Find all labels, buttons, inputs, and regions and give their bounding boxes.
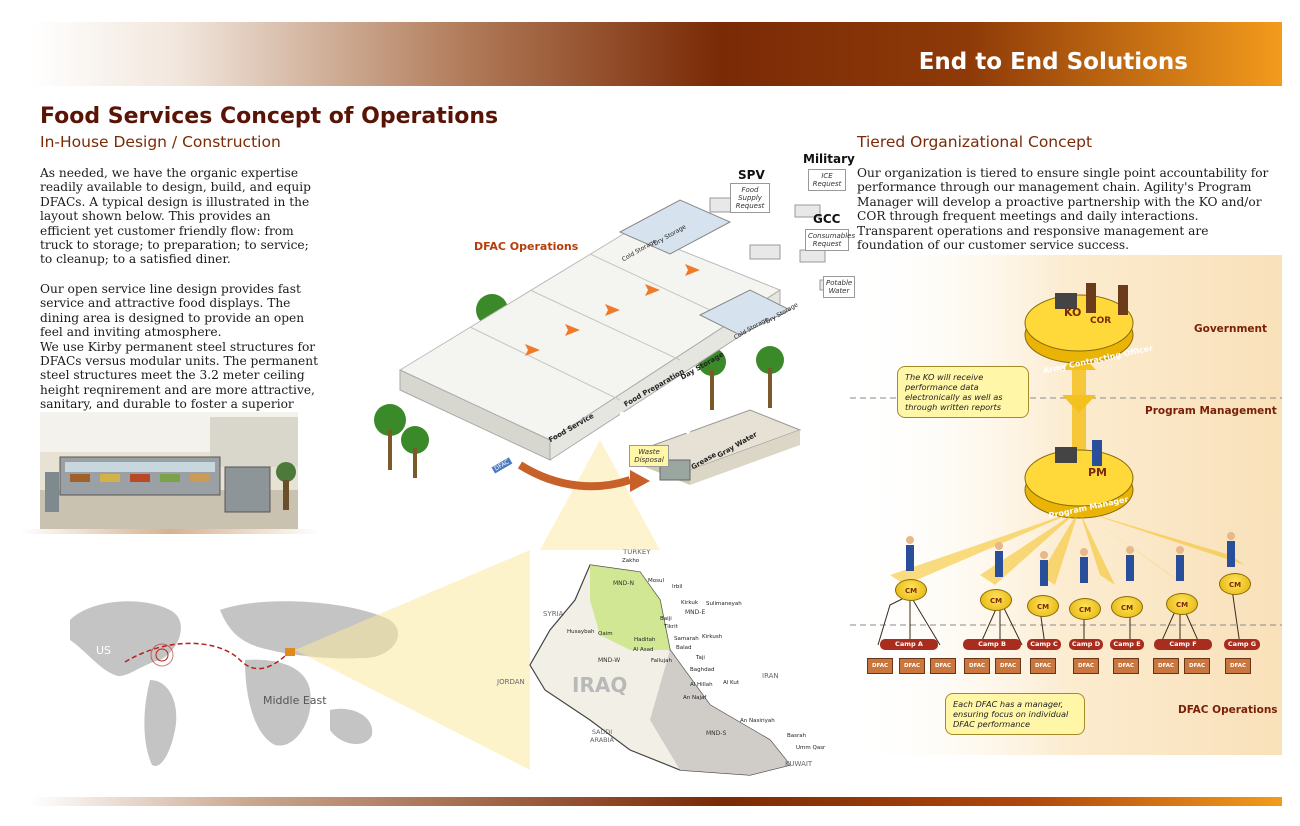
iran-label: IRAN	[762, 672, 779, 680]
food-supply-note: Food Supply Request	[730, 183, 770, 213]
saudi-label: SAUDI ARABIA	[590, 728, 614, 744]
cm-disc-b: CM	[980, 589, 1012, 611]
camp-label-b: Camp B	[963, 639, 1021, 650]
cor-label: COR	[1090, 316, 1112, 326]
page-title: Food Services Concept of Operations	[40, 104, 499, 129]
city-al-asad: Al Asad	[633, 647, 654, 653]
dfac-operations-title: DFAC Operations	[474, 240, 579, 253]
camp-label-e: Camp E	[1110, 639, 1144, 650]
government-label: Government	[1194, 323, 1268, 335]
military-label: Military	[803, 152, 855, 166]
program-management-label: Program Management	[1145, 405, 1277, 417]
header-band	[30, 22, 1282, 86]
city-basrah: Basrah	[787, 733, 807, 739]
kuwait-label: KUWAIT	[785, 760, 813, 768]
dfac-box-a3: DFAC	[930, 658, 956, 674]
dfac-box-f2: DFAC	[1184, 658, 1210, 674]
city-an-nasiriyah: An Nasiriyah	[740, 718, 775, 724]
service-line-text: Our open service line design provides fa…	[40, 282, 305, 340]
dfac-box-b1: DFAC	[964, 658, 990, 674]
city-al-kut: Al Kut	[723, 680, 740, 686]
service-line-paragraph: Our open service line design provides fa…	[40, 282, 320, 426]
potable-water-note: Potable Water	[823, 276, 855, 298]
world-iraq-map: US Middle East IRAQ	[70, 550, 792, 776]
cm-disc-c: CM	[1027, 595, 1059, 617]
service-line-photo	[40, 412, 298, 529]
middle-east-label: Middle East	[263, 694, 327, 707]
region-mnd-e: MND-E	[685, 609, 706, 616]
dfac-box-a1: DFAC	[867, 658, 893, 674]
cm-disc-g: CM	[1219, 573, 1251, 595]
cm-disc-d: CM	[1069, 598, 1101, 620]
cm-disc-a: CM	[895, 579, 927, 601]
turkey-label: TURKEY	[623, 548, 651, 556]
camp-label-c: Camp C	[1027, 639, 1061, 650]
dfac-box-b2: DFAC	[995, 658, 1021, 674]
camp-label-g: Camp G	[1224, 639, 1260, 650]
camp-label-a: Camp A	[880, 639, 938, 650]
region-mnd-n: MND-N	[613, 580, 634, 587]
footer-band	[30, 797, 1282, 806]
jordan-label: JORDAN	[497, 678, 525, 686]
waste-disposal-note: Waste Disposal	[629, 445, 669, 467]
city-al-hillah: Al Hillah	[690, 682, 713, 688]
header-title: End to End Solutions	[918, 49, 1188, 75]
us-label: US	[96, 644, 111, 657]
dfac-manager-bubble: Each DFAC has a manager, ensuring focus …	[945, 693, 1085, 735]
dfac-box-f1: DFAC	[1153, 658, 1179, 674]
section-subtitle: In-House Design / Construction	[40, 133, 281, 151]
gcc-label: GCC	[813, 212, 841, 226]
service-line-illustration	[40, 412, 298, 529]
city-taji: Taji	[696, 655, 705, 661]
spv-label: SPV	[738, 168, 765, 182]
photo-shadow	[20, 529, 320, 534]
city-tikrit: Tikrit	[664, 624, 678, 630]
city-irbil: Irbil	[672, 584, 683, 590]
city-husaybah: Husaybah	[567, 629, 595, 635]
dfac-box-a2: DFAC	[899, 658, 925, 674]
city-samarah: Samarah	[674, 636, 699, 642]
cm-disc-f: CM	[1166, 593, 1198, 615]
city-balad: Balad	[676, 645, 692, 651]
city-kirkush: Kirkush	[702, 634, 723, 640]
city-fallujah: Fallujah	[651, 658, 672, 664]
city-qaim: Qaim	[598, 631, 613, 637]
camp-label-d: Camp D	[1069, 639, 1103, 650]
tiered-org-title: Tiered Organizational Concept	[857, 133, 1093, 151]
city-sulimaneyah: Sulimaneyah	[706, 601, 742, 607]
region-mnd-s: MND-S	[706, 730, 727, 737]
city-baiji: Baiji	[660, 616, 672, 622]
city-haditah: Haditah	[634, 637, 656, 643]
city-mosul: Mosul	[648, 578, 664, 584]
dfac-box-c1: DFAC	[1030, 658, 1056, 674]
dfac-operations-label: DFAC Operations	[1178, 704, 1278, 716]
consumables-note: Consumables Request	[805, 229, 855, 251]
iraq-label: IRAQ	[572, 673, 627, 697]
ice-request-note: ICE Request	[808, 169, 846, 191]
region-mnd-w: MND-W	[598, 657, 621, 664]
intro-paragraph: As needed, we have the organic expertise…	[40, 166, 311, 267]
city-kirkuk: Kirkuk	[681, 600, 699, 606]
ko-reporting-bubble: The KO will receive performance data ele…	[897, 366, 1029, 418]
dfac-box-d1: DFAC	[1073, 658, 1099, 674]
ko-label: KO	[1064, 306, 1082, 319]
city-baghdad: Baghdad	[690, 667, 715, 673]
city-zakho: Zakho	[622, 558, 640, 564]
dfac-box-g1: DFAC	[1225, 658, 1251, 674]
city-umm-qasr: Umm Qasr	[796, 745, 826, 751]
syria-label: SYRIA	[543, 610, 564, 618]
dfac-box-e1: DFAC	[1113, 658, 1139, 674]
pm-label: PM	[1088, 466, 1108, 479]
cm-disc-e: CM	[1111, 596, 1143, 618]
dfac-layout-diagram	[374, 197, 841, 550]
city-an-najaf: An Najaf	[683, 695, 707, 701]
camp-label-f: Camp F	[1154, 639, 1212, 650]
tiered-org-paragraph: Our organization is tiered to ensure sin…	[857, 166, 1269, 253]
